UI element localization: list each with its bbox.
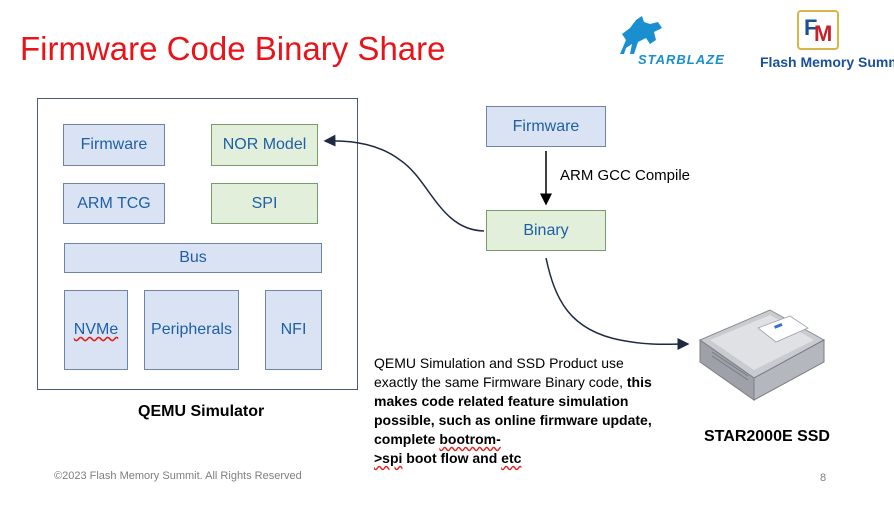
fms-badge-f: F (804, 15, 818, 40)
page-number: 8 (820, 472, 827, 484)
binary-to-ssd-arrow (545, 257, 690, 351)
description-spi: >spi (374, 450, 403, 466)
description-bootrom: bootrom- (439, 431, 501, 447)
footer-copyright: ©2023 Flash Memory Summit. All Rights Re… (54, 470, 302, 482)
ssd-drive-icon (698, 309, 826, 401)
description-text: QEMU Simulation and SSD Product use exac… (374, 354, 659, 468)
description-etc: etc (501, 450, 522, 466)
nvme-block: NVMe (64, 290, 128, 370)
description-normal: QEMU Simulation and SSD Product use exac… (374, 355, 624, 390)
nvme-label: NVMe (73, 321, 119, 338)
spi-block: SPI (211, 183, 318, 224)
ssd-label: STAR2000E SSD (704, 428, 830, 445)
fms-badge-m: M (814, 21, 833, 46)
starblaze-logo-text: STARBLAZE (638, 52, 725, 67)
firmware-source-block: Firmware (486, 106, 606, 147)
binary-block: Binary (486, 210, 606, 251)
starblaze-horse-icon (620, 16, 662, 54)
compile-label: ARM GCC Compile (560, 167, 691, 184)
fms-logo-badge: F M (797, 10, 839, 50)
peripherals-block: Peripherals (144, 290, 239, 370)
description-bold-3: boot flow and (402, 450, 502, 466)
nor-model-block: NOR Model (211, 124, 318, 166)
qemu-firmware-block: Firmware (63, 124, 165, 166)
arm-tcg-block: ARM TCG (63, 183, 165, 224)
fms-logo-text: Flash Memory Summit (760, 54, 894, 70)
nfi-block: NFI (265, 290, 322, 370)
page-title: Firmware Code Binary Share (20, 30, 446, 67)
description-bold-1: this makes code related feature simulati… (374, 374, 652, 447)
bus-block: Bus (64, 243, 322, 273)
binary-to-nor-arrow (323, 134, 485, 232)
qemu-simulator-label: QEMU Simulator (138, 403, 265, 420)
